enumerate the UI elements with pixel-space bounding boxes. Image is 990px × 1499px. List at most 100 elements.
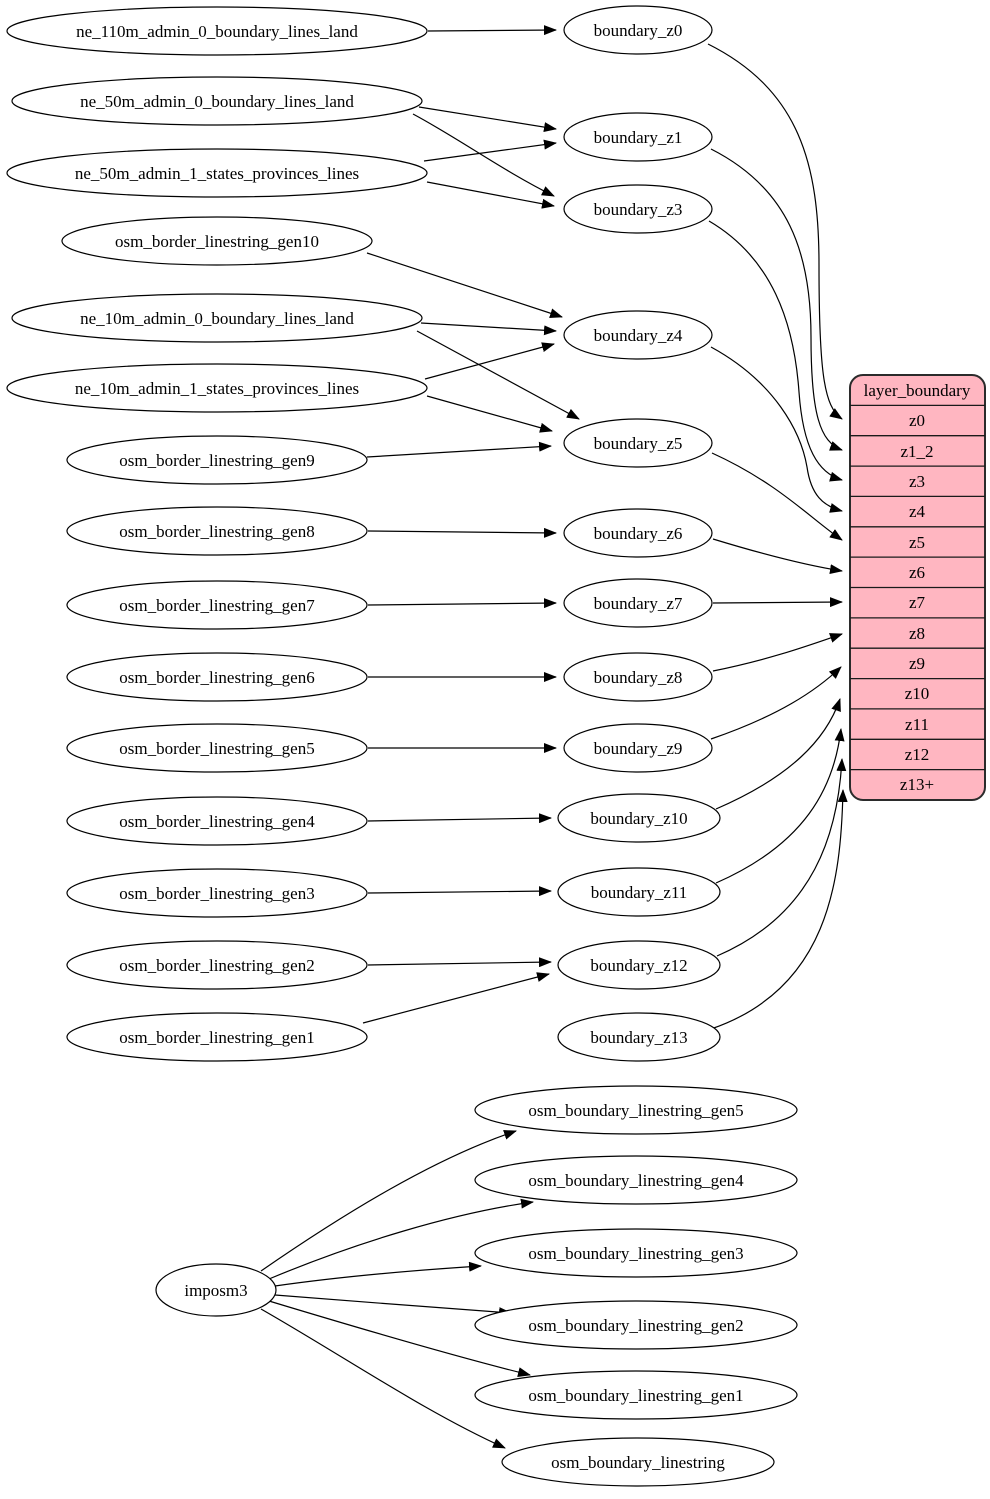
edge-ne_10m_admin_1_states_provinces_lines-boundary_z4 <box>424 342 555 380</box>
node-ellipse <box>563 578 713 628</box>
node-ellipse <box>6 6 428 56</box>
node-label: boundary_z6 <box>594 524 683 543</box>
node-ellipse <box>66 796 368 846</box>
node-osm_border_linestring_gen7: osm_border_linestring_gen7 <box>66 580 368 630</box>
node-label: osm_border_linestring_gen5 <box>119 739 314 758</box>
node-ellipse <box>66 1012 368 1062</box>
table-row-z4: z4 <box>909 502 926 521</box>
node-ellipse <box>66 723 368 773</box>
node-label: ne_110m_admin_0_boundary_lines_land <box>76 22 358 41</box>
node-ne_50m_admin_1_states_provinces_lines: ne_50m_admin_1_states_provinces_lines <box>6 148 428 198</box>
node-ellipse <box>563 112 713 162</box>
node-label: boundary_z13 <box>590 1028 687 1047</box>
node-ellipse <box>11 293 423 343</box>
node-ellipse <box>6 148 428 198</box>
node-osm_border_linestring_gen2: osm_border_linestring_gen2 <box>66 940 368 990</box>
node-osm_boundary_linestring_gen5: osm_boundary_linestring_gen5 <box>474 1085 798 1135</box>
edge-osm_border_linestring_gen8-boundary_z6 <box>367 527 557 538</box>
edge-ne_50m_admin_0_boundary_lines_land-boundary_z1 <box>418 106 557 133</box>
node-osm_border_linestring_gen3: osm_border_linestring_gen3 <box>66 868 368 918</box>
edge-boundary_z13-layer_boundary-z13plus <box>710 789 848 1030</box>
table-row-z5: z5 <box>909 533 925 552</box>
table-layer-boundary: layer_boundary z0 z1_2 z3 z4 z5 z6 z7 z8… <box>849 374 986 801</box>
node-label: boundary_z3 <box>594 200 683 219</box>
node-boundary_z6: boundary_z6 <box>563 508 713 558</box>
node-ellipse <box>557 1012 721 1062</box>
edge-imposm3-osm_boundary_linestring_gen2 <box>274 1294 512 1318</box>
node-ellipse <box>155 1263 277 1317</box>
node-label: osm_border_linestring_gen8 <box>119 522 314 541</box>
node-ellipse <box>563 508 713 558</box>
node-osm_boundary_linestring: osm_boundary_linestring <box>501 1437 775 1487</box>
edge-imposm3-osm_boundary_linestring_gen5 <box>260 1130 517 1272</box>
edges-source-to-transform <box>362 25 580 1024</box>
node-boundary_z13: boundary_z13 <box>557 1012 721 1062</box>
node-imposm3: imposm3 <box>155 1263 277 1317</box>
edge-osm_border_linestring_gen1-boundary_z12 <box>362 972 550 1024</box>
edge-boundary_z3-layer_boundary-z3 <box>708 220 843 482</box>
table-row-z10: z10 <box>905 684 930 703</box>
node-label: boundary_z0 <box>594 21 683 40</box>
node-label: osm_border_linestring_gen9 <box>119 451 314 470</box>
table-row-z12: z12 <box>905 745 930 764</box>
node-ellipse <box>557 940 721 990</box>
node-label: ne_50m_admin_1_states_provinces_lines <box>75 164 359 183</box>
node-boundary_z10: boundary_z10 <box>557 793 721 843</box>
edge-osm_border_linestring_gen4-boundary_z10 <box>367 813 552 824</box>
table-row-z6: z6 <box>909 563 925 582</box>
node-boundary_z9: boundary_z9 <box>563 723 713 773</box>
node-ne_110m_admin_0_boundary_lines_land: ne_110m_admin_0_boundary_lines_land <box>6 6 428 56</box>
node-label: ne_10m_admin_1_states_provinces_lines <box>75 379 359 398</box>
node-ellipse <box>61 216 373 266</box>
node-boundary_z8: boundary_z8 <box>563 652 713 702</box>
node-label: osm_boundary_linestring_gen3 <box>528 1244 743 1263</box>
node-ellipse <box>11 76 423 126</box>
node-label: osm_border_linestring_gen4 <box>119 812 315 831</box>
table-row-z11: z11 <box>905 715 929 734</box>
edge-osm_border_linestring_gen7-boundary_z7 <box>367 598 557 609</box>
node-osm_border_linestring_gen10: osm_border_linestring_gen10 <box>61 216 373 266</box>
node-osm_border_linestring_gen9: osm_border_linestring_gen9 <box>66 435 368 485</box>
node-ellipse <box>563 310 713 360</box>
node-osm_border_linestring_gen6: osm_border_linestring_gen6 <box>66 652 368 702</box>
node-ne_10m_admin_0_boundary_lines_land: ne_10m_admin_0_boundary_lines_land <box>11 293 423 343</box>
node-label: ne_50m_admin_0_boundary_lines_land <box>80 92 354 111</box>
edge-boundary_z10-layer_boundary-z10 <box>715 698 841 810</box>
node-label: osm_border_linestring_gen6 <box>119 668 314 687</box>
edge-imposm3-osm_boundary_linestring_gen3 <box>274 1261 482 1287</box>
edge-ne_10m_admin_1_states_provinces_lines-boundary_z5 <box>426 395 553 433</box>
node-boundary_z7: boundary_z7 <box>563 578 713 628</box>
edge-imposm3-osm_boundary_linestring <box>260 1308 506 1449</box>
node-label: ne_10m_admin_0_boundary_lines_land <box>80 309 354 328</box>
edge-boundary_z5-layer_boundary-z5 <box>711 452 843 541</box>
node-ellipse <box>66 868 368 918</box>
edge-boundary_z0-layer_boundary-z0 <box>707 43 843 420</box>
table-row-z1_2: z1_2 <box>900 442 933 461</box>
node-label: osm_boundary_linestring <box>551 1453 725 1472</box>
node-ellipse <box>474 1228 798 1278</box>
edge-imposm3-osm_boundary_linestring_gen4 <box>268 1198 534 1280</box>
table-row-z0: z0 <box>909 411 925 430</box>
node-ne_50m_admin_0_boundary_lines_land: ne_50m_admin_0_boundary_lines_land <box>11 76 423 126</box>
edge-osm_border_linestring_gen10-boundary_z4 <box>366 252 563 319</box>
node-ellipse <box>563 418 713 468</box>
table-title: layer_boundary <box>864 381 971 400</box>
table-row-z7: z7 <box>909 593 926 612</box>
edges-transform-to-table <box>707 43 848 1030</box>
edge-ne_10m_admin_0_boundary_lines_land-boundary_z5 <box>416 330 580 420</box>
edge-boundary_z7-layer_boundary-z7 <box>712 597 843 608</box>
node-label: osm_border_linestring_gen2 <box>119 956 314 975</box>
node-label: osm_boundary_linestring_gen5 <box>528 1101 743 1120</box>
edge-boundary_z4-layer_boundary-z4 <box>710 346 843 513</box>
node-boundary_z3: boundary_z3 <box>563 184 713 234</box>
edge-boundary_z1-layer_boundary-z1_2 <box>710 148 843 451</box>
node-label: osm_border_linestring_gen7 <box>119 596 315 615</box>
node-label: imposm3 <box>184 1281 247 1300</box>
node-osm_boundary_linestring_gen1: osm_boundary_linestring_gen1 <box>474 1370 798 1420</box>
node-osm_border_linestring_gen8: osm_border_linestring_gen8 <box>66 506 368 556</box>
node-ellipse <box>66 435 368 485</box>
node-ellipse <box>66 506 368 556</box>
edge-osm_border_linestring_gen3-boundary_z11 <box>367 886 552 897</box>
